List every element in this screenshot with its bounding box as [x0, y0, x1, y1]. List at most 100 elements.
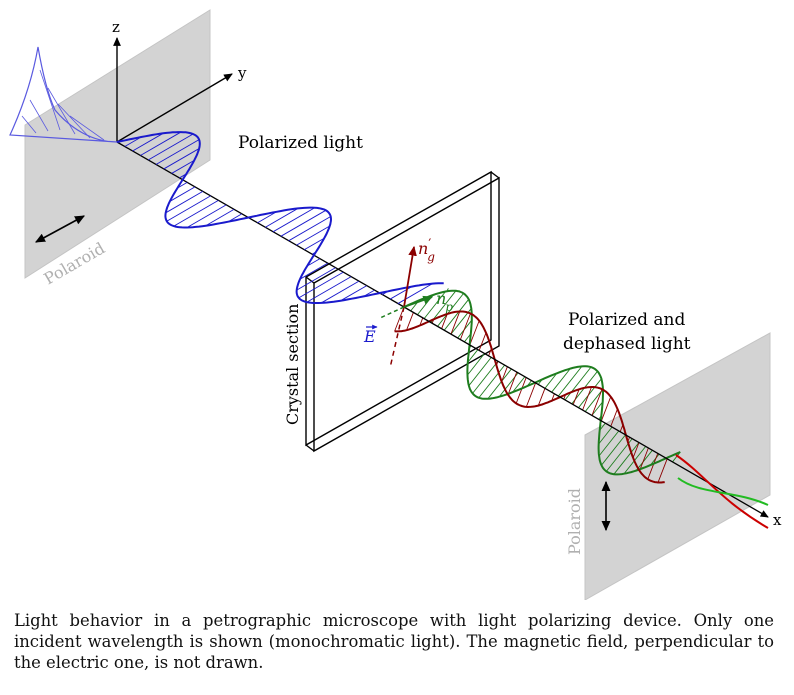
- incident-wave-vector: [306, 258, 321, 267]
- slow-ray-vector: [657, 458, 668, 483]
- incident-wave-vector: [257, 211, 277, 224]
- incident-wave-vector: [132, 132, 164, 152]
- n-p-label: n′p: [436, 287, 453, 314]
- incident-wave-vector: [280, 209, 327, 237]
- incident-wave-vector: [163, 148, 200, 170]
- polaroid-left-sheet: [24, 9, 211, 279]
- fast-ray-vector: [601, 434, 626, 466]
- fast-ray-wave: [403, 289, 681, 476]
- incident-wave-vector: [296, 225, 330, 246]
- polarizing-microscope-diagram: Polaroid Polaroid z y Crystal section x: [9, 9, 782, 600]
- incident-wave-vector: [397, 283, 433, 305]
- slow-ray-vector: [610, 408, 618, 427]
- fast-ray-vector: [591, 401, 604, 416]
- x-axis-label: x: [773, 511, 782, 529]
- incident-wave-vector: [340, 285, 367, 302]
- fast-ray-vector: [636, 449, 653, 471]
- incident-wave-vector: [288, 216, 331, 242]
- slow-ray-vector: [639, 447, 649, 471]
- incident-wave-vector: [320, 280, 360, 304]
- incident-wave-curve: [116, 131, 444, 304]
- polaroid-right-label: Polaroid: [565, 488, 584, 555]
- incident-wave-vector: [264, 208, 299, 228]
- incident-wave-vector: [171, 159, 195, 174]
- fast-ray-vector: [443, 299, 470, 331]
- n-g-axis-dashed: [389, 306, 405, 369]
- slow-ray-vector: [591, 389, 603, 416]
- polaroid-right-sheet: [584, 332, 771, 600]
- incident-wave-perspective: [9, 46, 118, 143]
- slow-ray-vector: [406, 312, 414, 331]
- incident-wave-vector: [306, 276, 352, 303]
- fast-ray-vector: [423, 291, 446, 319]
- y-axis-label: y: [237, 64, 247, 82]
- slow-ray-vector: [647, 453, 659, 480]
- incident-wave-vector: [169, 186, 196, 202]
- n-p-arrow: [403, 295, 434, 308]
- slow-ray-vector: [501, 366, 508, 382]
- fast-ray-vector: [598, 430, 620, 457]
- n-g-label: n′g: [418, 237, 435, 264]
- crystal-section: [305, 170, 500, 453]
- fast-ray-vector: [551, 368, 571, 393]
- slow-ray-vector: [525, 382, 537, 408]
- incident-wave-vector: [303, 237, 325, 251]
- incident-wave-vector: [272, 207, 315, 233]
- slow-ray-vector: [478, 332, 487, 351]
- incident-wave-vector: [140, 131, 182, 156]
- fast-ray-vector: [437, 293, 464, 327]
- fast-ray-vector: [584, 388, 604, 412]
- fast-ray-vector: [578, 378, 602, 408]
- incident-wave-vector: [147, 133, 194, 161]
- polaroid-left-axis-arrow: [35, 215, 85, 243]
- incident-wave-vector: [166, 195, 211, 222]
- slow-ray-vector: [459, 313, 471, 340]
- y-axis: [116, 73, 233, 143]
- slow-ray-vector: [507, 371, 518, 395]
- fast-ray-vector: [472, 360, 499, 394]
- fast-ray-vector: [487, 368, 512, 400]
- incident-wave-vector: [299, 262, 328, 280]
- exit-red-wave: [675, 454, 769, 529]
- exit-green-wave: [677, 477, 769, 506]
- fast-ray-vector: [544, 372, 558, 389]
- incident-wave-vector: [389, 286, 413, 300]
- polarized-dephased-label-line1: Polarized and: [568, 310, 686, 330]
- fast-ray-vector: [650, 453, 660, 466]
- fast-ray-vector: [467, 349, 479, 363]
- incident-wave-vector: [298, 271, 344, 299]
- z-axis-label: z: [112, 18, 120, 36]
- incident-wave-perspective-hatch: [21, 69, 105, 141]
- n-g-arrow: [403, 245, 417, 308]
- slow-ray-wave: [394, 310, 665, 484]
- incident-wave-vector: [296, 267, 336, 291]
- fast-ray-vector: [564, 366, 592, 401]
- polarized-light-label: Polarized light: [238, 133, 363, 153]
- slow-ray-vector: [515, 377, 527, 404]
- slow-ray-vector: [572, 389, 580, 405]
- slow-ray-vector: [450, 311, 461, 335]
- x-axis-back: [116, 141, 405, 308]
- incident-wave-vector: [173, 199, 219, 227]
- fast-ray-vector: [467, 353, 485, 376]
- fast-ray-vector: [613, 442, 640, 475]
- fast-ray-vector: [598, 426, 613, 445]
- polarized-dephased-label-line2: dephased light: [563, 334, 691, 354]
- incident-wave-vector: [155, 139, 200, 165]
- fast-ray-vector: [512, 376, 526, 393]
- fast-ray-vector: [430, 290, 457, 323]
- incident-wave-vector: [205, 208, 235, 227]
- n-p-arrow-dashed: [379, 306, 405, 319]
- fast-ray-vector: [468, 356, 492, 386]
- figure-caption: Light behavior in a petrographic microsc…: [14, 611, 774, 672]
- incident-wave-vector: [124, 136, 142, 147]
- incident-wave-vector: [186, 204, 227, 228]
- fast-ray-vector: [558, 366, 583, 397]
- slow-ray-vector: [469, 320, 480, 346]
- crystal-section-label: Crystal section: [283, 304, 302, 425]
- slow-ray-vector: [582, 386, 592, 411]
- slow-ray-vector: [441, 313, 448, 329]
- slow-ray-vector: [537, 388, 546, 406]
- e-field-label: E: [363, 327, 376, 346]
- slow-ray-vector: [601, 396, 612, 421]
